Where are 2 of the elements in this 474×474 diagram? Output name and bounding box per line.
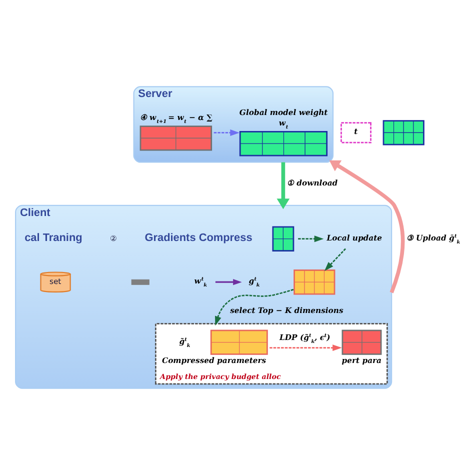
label: cal Traning bbox=[24, 232, 82, 244]
label: Gradients Compress bbox=[144, 232, 252, 244]
